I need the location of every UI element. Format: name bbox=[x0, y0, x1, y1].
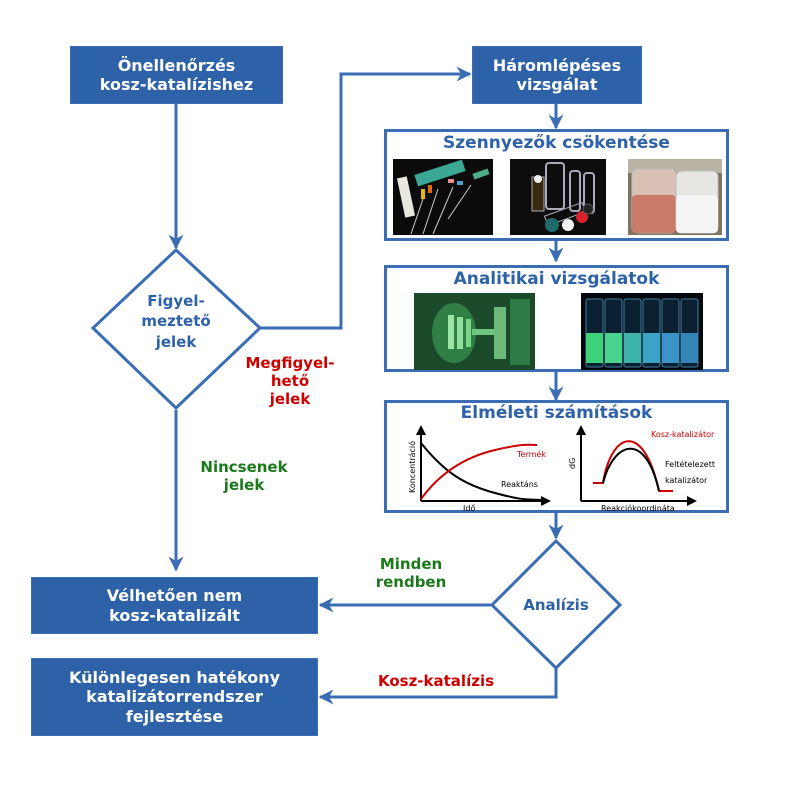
result-develop-box[interactable]: Különlegesen hatékony katalizátorrendsze… bbox=[31, 658, 318, 736]
series-label-reactant: Reaktáns bbox=[501, 480, 538, 489]
right-chart-y-arrow bbox=[576, 425, 586, 435]
decision-warning-line3: jelek bbox=[155, 332, 197, 351]
decision-warning-line2: meztető bbox=[141, 312, 211, 331]
start-box[interactable]: Önellenőrzés kosz-katalízishez bbox=[70, 46, 283, 104]
start-box-line1: Önellenőrzés bbox=[117, 55, 236, 75]
result-develop-line2: katalizátorrendszer bbox=[86, 687, 263, 707]
right-chart-x-arrow bbox=[687, 496, 697, 506]
result-not-dirty-box[interactable]: Vélhetően nem kosz-katalizált bbox=[31, 577, 318, 634]
series-line-reactant bbox=[420, 442, 542, 501]
edge-observable-line3: jelek bbox=[269, 390, 311, 408]
fluorescent-vials-photo bbox=[581, 293, 703, 370]
series-label-assumed-line2: katalizátor bbox=[665, 476, 708, 485]
series-line-assumed-catalyst bbox=[602, 447, 660, 492]
powder-jars-photo bbox=[628, 159, 722, 235]
decision-warning-line1: Figyel- bbox=[147, 292, 205, 310]
left-chart-xlabel: Idő bbox=[463, 504, 475, 513]
arrow-dirt-to-develop bbox=[318, 668, 558, 705]
series-label-dirt-catalyst: Kosz-katalizátor bbox=[651, 430, 715, 439]
section-contaminants[interactable]: Szennyezők csökentése bbox=[384, 129, 729, 241]
result-not-dirty-line1: Vélhetően nem bbox=[106, 586, 243, 606]
edge-none-line2: jelek bbox=[223, 476, 265, 494]
edge-observable-line1: Megfigyel- bbox=[245, 354, 335, 372]
right-chart-xlabel: Reakciókoordináta bbox=[601, 503, 675, 513]
edge-all-ok-line1: Minden bbox=[379, 555, 443, 573]
green-lit-instrument-photo bbox=[414, 293, 535, 370]
energy-profile-chart: Kosz-katalizátor Feltételezett katalizát… bbox=[568, 425, 715, 513]
edge-label-dirt-catalysis: Kosz-katalízis bbox=[377, 672, 495, 690]
edge-all-ok-line2: rendben bbox=[375, 573, 447, 591]
syringes-and-needles-photo bbox=[393, 159, 493, 235]
glass-vials-and-caps-photo bbox=[510, 159, 606, 235]
result-develop-line1: Különlegesen hatékony bbox=[68, 668, 281, 688]
left-chart-y-arrow bbox=[416, 425, 426, 435]
edge-none-line1: Nincsenek bbox=[200, 458, 288, 476]
decision-analysis-label: Analízis bbox=[523, 596, 589, 614]
left-chart-x-arrow bbox=[541, 496, 551, 506]
right-chart-ylabel: dG bbox=[568, 458, 577, 469]
series-line-product bbox=[420, 443, 538, 500]
decision-warning-label: Figyel- meztető jelek bbox=[116, 291, 236, 352]
section-analytics-title: Analitikai vizsgálatok bbox=[453, 269, 660, 289]
left-chart-ylabel: Koncentráció bbox=[407, 441, 417, 493]
section-analytics[interactable]: Analitikai vizsgálatok bbox=[384, 265, 729, 372]
edge-label-observable: Megfigyel- hető jelek bbox=[230, 354, 350, 408]
decision-diamond-analysis bbox=[489, 538, 623, 671]
three-step-line2: vizsgálat bbox=[516, 75, 598, 94]
three-step-line1: Háromlépéses bbox=[492, 55, 622, 75]
result-develop-line3: fejlesztése bbox=[125, 706, 224, 726]
start-box-line2: kosz-katalízishez bbox=[99, 75, 254, 94]
edge-label-none: Nincsenek jelek bbox=[184, 458, 304, 494]
section-theory-title: Elméleti számítások bbox=[460, 403, 653, 423]
arrow-observable-to-three-step bbox=[260, 66, 472, 330]
result-not-dirty-line2: kosz-katalizált bbox=[109, 605, 240, 625]
decision-diamond-warning bbox=[90, 247, 263, 411]
edge-observable-line2: hető bbox=[270, 372, 310, 390]
series-label-product: Termék bbox=[516, 449, 546, 459]
edge-label-all-ok: Minden rendben bbox=[346, 555, 476, 591]
concentration-time-chart: Termék Reaktáns Idő Koncentráció bbox=[407, 425, 551, 513]
section-contaminants-title: Szennyezők csökentése bbox=[443, 133, 670, 153]
three-step-box[interactable]: Háromlépéses vizsgálat bbox=[472, 46, 642, 104]
series-label-assumed-line1: Feltételezett bbox=[665, 459, 715, 469]
section-theory[interactable]: Elméleti számítások Termék Reaktáns Idő … bbox=[384, 400, 729, 513]
